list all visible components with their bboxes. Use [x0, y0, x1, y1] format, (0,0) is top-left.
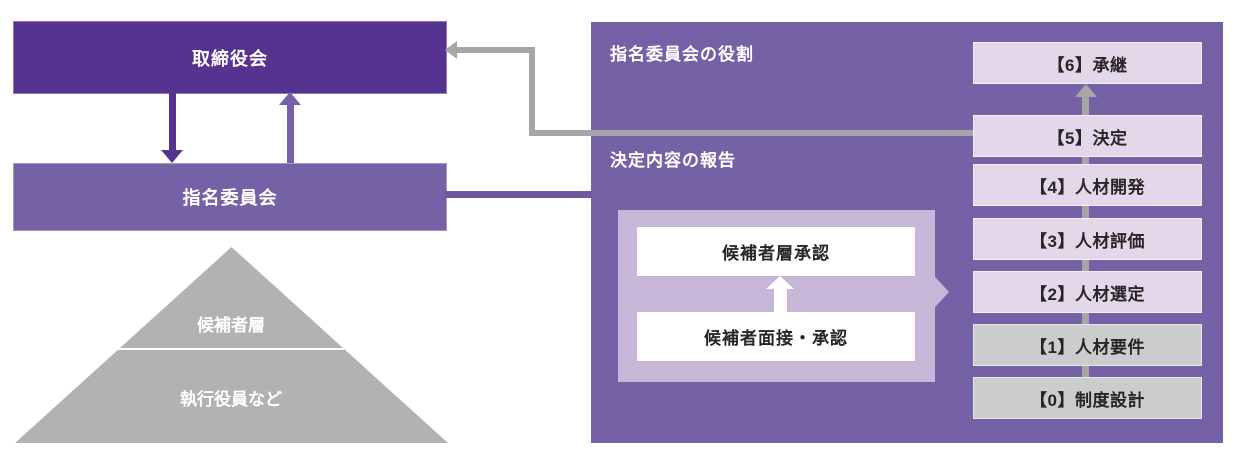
- step-label-3: 【3】人材評価: [1030, 231, 1145, 251]
- pyramid-divider-line: [117, 348, 344, 350]
- step-label-4: 【4】人材開発: [1030, 177, 1145, 197]
- step-box-4: 【4】人材開発: [973, 164, 1202, 206]
- step-label-5: 【5】決定: [1047, 128, 1128, 148]
- right-chevron-icon: [935, 277, 949, 307]
- report-label: 決定内容の報告: [610, 151, 736, 170]
- candidate-pyramid: [15, 247, 448, 443]
- step-box-5: 【5】決定: [973, 115, 1202, 157]
- candidate-pool-approval-label: 候補者層承認: [722, 244, 830, 263]
- candidate-pool-approval-box: 候補者層承認: [637, 227, 915, 276]
- step-label-1: 【1】人材要件: [1030, 337, 1145, 357]
- step-box-2: 【2】人材選定: [973, 271, 1202, 313]
- down-arrowhead-icon: [161, 150, 183, 163]
- down-arrow-icon: [169, 92, 176, 150]
- board-of-directors-label: 取締役会: [192, 48, 268, 69]
- step-box-6: 【6】承継: [973, 42, 1202, 84]
- step-box-1: 【1】人材要件: [973, 324, 1202, 366]
- panel-title: 指名委員会の役割: [610, 45, 754, 64]
- step-flow-up-arrowhead-icon: [1075, 84, 1097, 97]
- pyramid-upper-label: 候補者層: [197, 316, 265, 335]
- step-box-0: 【0】制度設計: [973, 377, 1202, 419]
- step-label-0: 【0】制度設計: [1030, 390, 1145, 410]
- up-arrow-icon: [287, 105, 294, 163]
- white-up-arrowhead-icon: [766, 276, 794, 289]
- committee-report-connector: [445, 191, 592, 198]
- step-label-6: 【6】承継: [1047, 55, 1128, 75]
- nomination-committee-box: 指名委員会: [13, 163, 447, 231]
- step-box-3: 【3】人材評価: [973, 218, 1202, 260]
- nomination-committee-label: 指名委員会: [182, 188, 278, 208]
- white-up-arrow-icon: [774, 289, 787, 312]
- board-of-directors-box: 取締役会: [13, 21, 447, 94]
- decision-to-board-connector-top: [455, 47, 535, 53]
- left-arrowhead-icon: [445, 41, 457, 59]
- decision-to-board-connector-bottom: [529, 130, 979, 136]
- candidate-interview-approval-box: 候補者面接・承認: [637, 312, 915, 361]
- candidate-interview-approval-label: 候補者面接・承認: [704, 329, 848, 348]
- step-label-2: 【2】人材選定: [1030, 284, 1145, 304]
- pyramid-lower-label: 執行役員など: [180, 390, 282, 409]
- decision-to-board-connector-vertical: [529, 47, 535, 136]
- up-arrowhead-icon: [279, 92, 301, 105]
